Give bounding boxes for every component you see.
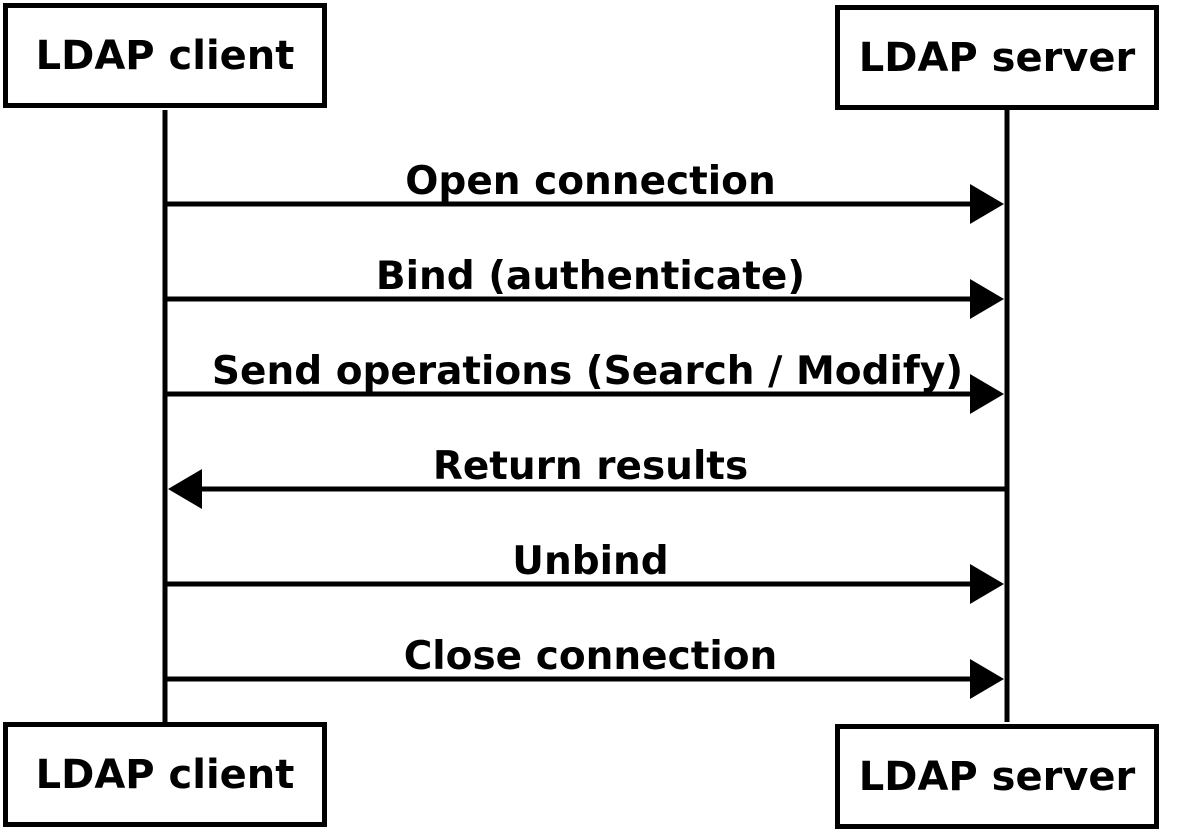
message-label-unbind: Unbind [512,539,669,584]
message-label-send-operations: Send operations (Search / Modify) [211,349,964,394]
client-actor-bottom: LDAP client [3,722,327,827]
arrowhead-return-results [168,469,202,509]
server-actor-top: LDAP server [835,5,1159,110]
message-label-return-results: Return results [432,444,749,489]
server-actor-bottom: LDAP server [835,724,1159,829]
message-label-close-connection: Close connection [403,634,778,679]
arrowhead-bind [970,279,1004,319]
client-actor-top-label: LDAP client [35,32,295,79]
message-label-open-connection: Open connection [405,159,776,204]
arrowhead-open-connection [970,184,1004,224]
server-actor-bottom-label: LDAP server [858,753,1136,800]
arrowhead-close-connection [970,659,1004,699]
client-actor-bottom-label: LDAP client [35,751,295,798]
client-actor-top: LDAP client [3,3,327,108]
message-label-bind: Bind (authenticate) [375,254,806,299]
arrowhead-unbind [970,564,1004,604]
arrowhead-send-operations [970,374,1004,414]
server-actor-top-label: LDAP server [858,34,1136,81]
